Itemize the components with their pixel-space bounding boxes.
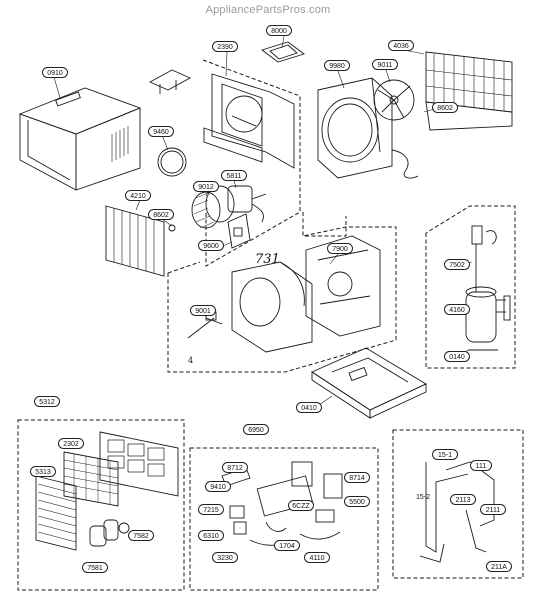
assembly-label-731: 731	[255, 252, 280, 267]
cabinet-0910	[18, 87, 142, 191]
callout-9980: 9980	[324, 60, 350, 71]
callout-9410: 9410	[205, 481, 231, 492]
callout-7581: 7581	[82, 562, 108, 573]
callout-5313: 5313	[30, 466, 56, 477]
knobs-7582-7581	[89, 519, 130, 547]
base-pan-0410	[311, 347, 427, 419]
callout-9001: 9001	[190, 305, 216, 316]
callout-3230: 3230	[212, 552, 238, 563]
orifice-9980	[317, 77, 393, 179]
callout-6CZZ: 6CZZ	[288, 500, 314, 511]
callout-9460: 9460	[148, 126, 174, 137]
wire-harness	[391, 149, 419, 179]
callout-8000: 8000	[266, 25, 292, 36]
callout-15-2: 15-2	[415, 494, 430, 501]
partition-7900	[305, 235, 381, 337]
callout-6310: 6310	[198, 530, 224, 541]
callout-9012: 9012	[193, 181, 219, 192]
front-grille-5313	[35, 475, 77, 551]
callout-111: 111	[470, 460, 492, 471]
callout-5811: 5811	[221, 170, 247, 181]
bracket-9600	[227, 213, 251, 249]
callout-4160: 4160	[444, 304, 470, 315]
callout-8714: 8714	[344, 472, 370, 483]
watermark: AppliancePartsPros.com	[205, 4, 331, 16]
callout-8602-b: 8602	[148, 209, 174, 220]
asterisk-mark: 4	[188, 356, 194, 365]
callout-2113: 2113	[450, 494, 476, 505]
callout-4036: 4036	[388, 40, 414, 51]
shroud-2390	[203, 73, 295, 169]
motor-5811	[227, 185, 267, 223]
callout-4110: 4110	[304, 552, 330, 563]
callout-4210: 4210	[125, 190, 151, 201]
callout-9011: 9011	[372, 59, 398, 70]
ring-9460	[157, 147, 187, 177]
callout-7215: 7215	[198, 504, 224, 515]
callout-8712: 8712	[222, 462, 248, 473]
condenser-4036	[425, 51, 513, 131]
callout-0140: 0140	[444, 351, 470, 362]
filter-2302	[63, 451, 119, 507]
callout-1704: 1704	[274, 540, 300, 551]
callout-2111: 2111	[480, 504, 506, 515]
callout-2390: 2390	[212, 41, 238, 52]
filter-frame-8000	[261, 41, 305, 63]
blower-wheel-9012	[191, 185, 235, 229]
fan-9011	[373, 79, 415, 121]
scroll-housing-731	[187, 261, 313, 353]
callout-7900: 7900	[327, 243, 353, 254]
callout-7582: 7582	[128, 530, 154, 541]
callout-8602-a: 8602	[432, 102, 458, 113]
callout-5500: 5500	[344, 496, 370, 507]
compressor-group	[465, 225, 511, 351]
evaporator-4210	[105, 205, 176, 277]
callout-9600: 9600	[198, 240, 224, 251]
callout-5312: 5312	[34, 396, 60, 407]
callout-7502: 7502	[444, 259, 470, 270]
callout-6950: 6950	[243, 424, 269, 435]
dashed-group-borders	[17, 59, 524, 591]
callout-2302: 2302	[58, 438, 84, 449]
leader-lines	[53, 35, 473, 408]
control-parts	[221, 461, 343, 546]
tubing-parts	[419, 461, 495, 563]
callout-0910: 0910	[42, 67, 68, 78]
callout-0410: 0410	[296, 402, 322, 413]
top-bracket	[148, 69, 192, 94]
callout-211A: 211A	[486, 561, 512, 572]
front-panel	[99, 431, 179, 497]
callout-15-1: 15-1	[432, 449, 458, 460]
